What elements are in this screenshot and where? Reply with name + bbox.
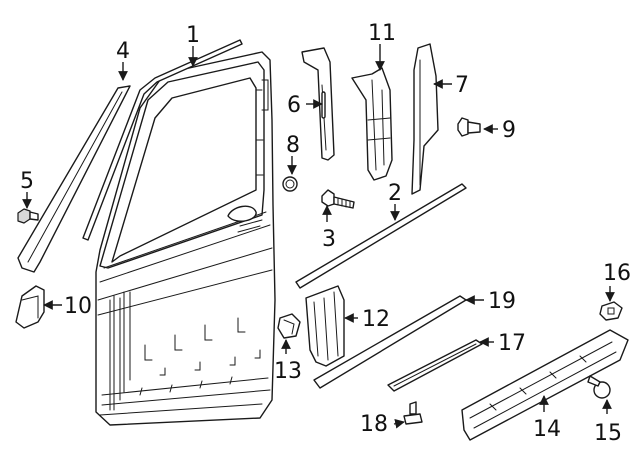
callout-labels: 1 2 3 4 5 6 7 8 9 10 11 12 13 14 15 16 1… xyxy=(20,21,631,446)
callout-4: 4 xyxy=(116,39,130,64)
part-10-bracket xyxy=(15,285,45,329)
part-4-pillar-trim xyxy=(17,85,131,273)
callout-8: 8 xyxy=(286,133,300,158)
part-12-applique xyxy=(305,285,345,367)
part-17-sill-strip xyxy=(387,339,483,392)
part-18-push-pin xyxy=(403,401,423,425)
part-2-beltline-moulding xyxy=(295,183,467,289)
part-7-pillar-trim xyxy=(411,43,439,195)
callout-15: 15 xyxy=(594,421,622,446)
callout-10: 10 xyxy=(64,294,92,319)
callout-9: 9 xyxy=(502,118,516,143)
callout-3: 3 xyxy=(322,227,336,252)
part-11-inner-pillar xyxy=(351,67,393,181)
part-13-cap xyxy=(277,313,301,339)
part-9-clip xyxy=(457,117,481,137)
front-door-shell xyxy=(95,51,276,426)
callout-11: 11 xyxy=(368,21,396,46)
callout-1: 1 xyxy=(186,23,200,48)
part-8-grommet xyxy=(282,176,298,192)
callout-12: 12 xyxy=(362,307,390,332)
callout-5: 5 xyxy=(20,169,34,194)
callout-14: 14 xyxy=(533,417,561,442)
callout-19: 19 xyxy=(488,289,516,314)
callout-16: 16 xyxy=(603,261,631,286)
part-1-frame-moulding xyxy=(82,39,243,241)
part-5-bolt xyxy=(17,208,39,224)
callout-17: 17 xyxy=(498,331,526,356)
part-15-push-pin xyxy=(587,375,611,399)
callout-2: 2 xyxy=(388,181,402,206)
part-16-clip xyxy=(599,301,623,321)
leader-18 xyxy=(393,418,405,429)
callout-6: 6 xyxy=(287,93,301,118)
part-14-rocker-panel xyxy=(461,329,629,441)
callout-18: 18 xyxy=(360,412,388,437)
callout-7: 7 xyxy=(455,73,469,98)
part-3-screw xyxy=(321,189,355,209)
leader-lines xyxy=(22,44,615,429)
callout-13: 13 xyxy=(274,359,302,384)
